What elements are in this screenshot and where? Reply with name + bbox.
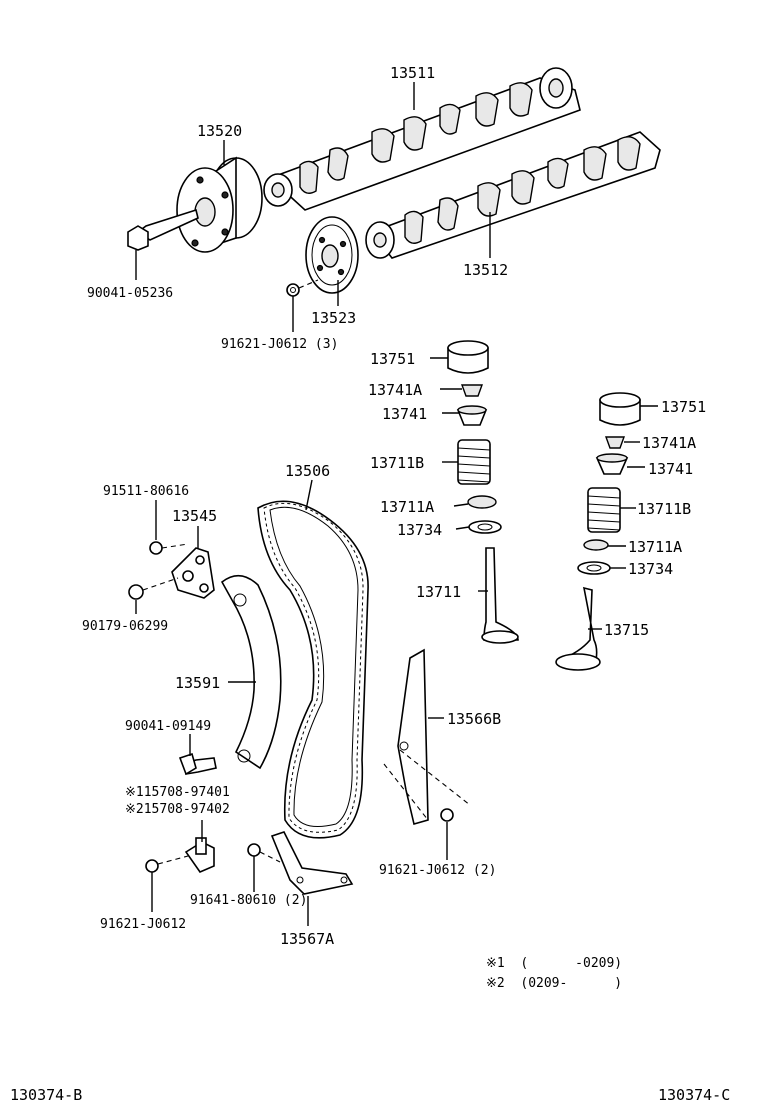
label-13591: 13591 — [175, 674, 220, 692]
bolt-90041-09149 — [178, 752, 217, 776]
stud-15708 — [184, 837, 215, 873]
label-13511: 13511 — [390, 64, 435, 82]
label-13734-left: 13734 — [397, 521, 442, 539]
label-91641-80610-2: 91641-80610 (2) — [190, 893, 307, 908]
note-1: ※1 ( -0209) — [486, 956, 622, 971]
label-91621-J0612-2: 91621-J0612 (2) — [379, 863, 496, 878]
footer-code-left: 130374-B — [10, 1086, 82, 1104]
label-13741-right: 13741 — [648, 460, 693, 478]
label-13545: 13545 — [172, 507, 217, 525]
label-13751-right: 13751 — [661, 398, 706, 416]
footer-code-right: 130374-C — [658, 1086, 730, 1104]
label-13711A-right: 13711A — [628, 538, 682, 556]
label-90041-05236: 90041-05236 — [87, 286, 173, 301]
label-115708-97401: ※115708-97401 — [125, 785, 230, 800]
bolt-91621-J0612 — [145, 859, 159, 873]
label-13567A: 13567A — [280, 930, 334, 948]
label-13734-right: 13734 — [628, 560, 673, 578]
label-90041-09149: 90041-09149 — [125, 719, 211, 734]
valve-stack-left — [447, 340, 519, 644]
label-13506: 13506 — [285, 462, 330, 480]
bolt-90041-05236 — [127, 208, 199, 251]
bolt-91641-80610 — [247, 843, 261, 857]
bolt-91621-J0612-2 — [440, 808, 454, 822]
label-91621-J0612: 91621-J0612 — [100, 917, 186, 932]
footnotes: ※1 ( -0209) ※2 (0209- ) — [486, 956, 622, 991]
valve-stack-right — [555, 392, 641, 671]
label-13741A-left: 13741A — [368, 381, 422, 399]
label-90179-06299: 90179-06299 — [82, 619, 168, 634]
label-215708-97402: ※215708-97402 — [125, 802, 230, 817]
label-13711A-left: 13711A — [380, 498, 434, 516]
label-13566B: 13566B — [447, 710, 501, 728]
label-13741A-right: 13741A — [642, 434, 696, 452]
label-13520: 13520 — [197, 122, 242, 140]
label-13741-left: 13741 — [382, 405, 427, 423]
vvt-gear-13520 — [176, 156, 263, 253]
label-13711B-right: 13711B — [637, 500, 691, 518]
slipper-13566B — [397, 648, 429, 825]
label-13715: 13715 — [604, 621, 649, 639]
sprocket-13523 — [305, 216, 359, 294]
tensioner-13545 — [128, 541, 215, 600]
chain-guide-13591 — [220, 574, 282, 770]
label-13711B-left: 13711B — [370, 454, 424, 472]
timing-chain-13506 — [257, 500, 369, 839]
label-13512: 13512 — [463, 261, 508, 279]
damper-13567A — [270, 831, 354, 895]
label-13751-left: 13751 — [370, 350, 415, 368]
intake-camshaft-13511 — [263, 67, 581, 211]
note-2: ※2 (0209- ) — [486, 976, 622, 991]
label-91621-J0612-3: 91621-J0612 (3) — [221, 337, 338, 352]
label-13523: 13523 — [311, 309, 356, 327]
bolt-91621-J0612-3 — [286, 283, 300, 297]
part-labels: 13511 13520 90041-05236 13512 13523 9162… — [82, 64, 706, 948]
label-91511-80616: 91511-80616 — [103, 484, 189, 499]
label-13711: 13711 — [416, 583, 461, 601]
leader-lines — [135, 82, 658, 926]
exhaust-camshaft-13512 — [365, 131, 661, 259]
